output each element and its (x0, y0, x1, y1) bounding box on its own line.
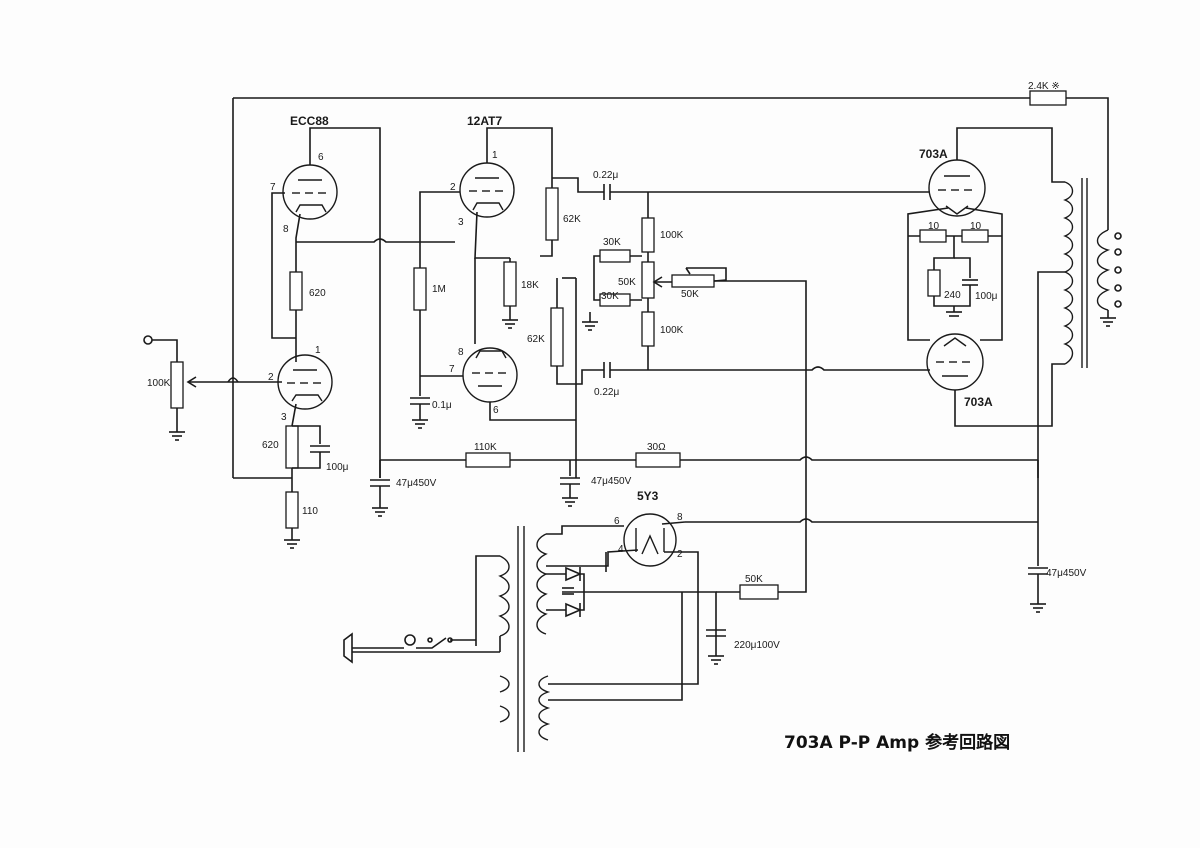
svg-text:4: 4 (618, 544, 624, 555)
diagram-title: 703A P-P Amp 参考回路図 (784, 732, 1010, 753)
resistor-110 (285, 491, 299, 529)
speaker-terminal[interactable] (1114, 266, 1122, 274)
input-section: 100K (143, 335, 282, 441)
svg-text:47μ450V: 47μ450V (396, 478, 437, 489)
speaker-terminal[interactable] (1114, 248, 1122, 256)
plate-loads: 62K 62K (527, 177, 604, 385)
resistor-110k (465, 452, 511, 468)
svg-text:0.22μ: 0.22μ (594, 387, 619, 398)
svg-text:50K: 50K (618, 277, 636, 288)
diode-icon (565, 566, 583, 582)
svg-text:0.22μ: 0.22μ (593, 170, 618, 181)
feedback-line: 2.4K ※ (232, 81, 1109, 478)
resistor-30k-bottom (599, 293, 631, 307)
svg-text:1: 1 (315, 345, 321, 356)
svg-text:30K: 30K (603, 237, 621, 248)
resistor-feedback (1029, 90, 1067, 106)
speaker-terminal[interactable] (1114, 300, 1122, 308)
svg-text:7: 7 (270, 182, 276, 193)
resistor-620-top (289, 271, 303, 311)
svg-text:100K: 100K (660, 230, 684, 241)
svg-text:6: 6 (614, 516, 620, 527)
svg-text:0.1μ: 0.1μ (432, 400, 452, 411)
svg-text:8: 8 (283, 224, 289, 235)
speaker-terminal[interactable] (1114, 232, 1122, 240)
resistor-62k-top (545, 187, 559, 241)
svg-text:7: 7 (449, 364, 455, 375)
svg-text:3: 3 (281, 412, 287, 423)
pot-50k-bias[interactable] (671, 274, 715, 288)
svg-text:240: 240 (944, 290, 961, 301)
b-plus-rail: 110K 30Ω 47μ450V 47μ450V 47μ450V (370, 442, 1087, 613)
ac-plug-icon[interactable] (343, 632, 353, 664)
svg-text:2: 2 (677, 549, 683, 560)
input-jack-icon[interactable] (143, 335, 153, 345)
svg-text:50K: 50K (745, 574, 763, 585)
pot-50k-balance[interactable] (641, 261, 655, 299)
volume-pot[interactable] (170, 361, 184, 409)
output-stage: 703A 703A 10 10 240 100μ (907, 127, 1065, 427)
resistor-100k-bottom (641, 311, 655, 347)
svg-text:100K: 100K (660, 325, 684, 336)
12at7-upper-triode: 12AT7 1 2 3 1M 0.1μ 18K (410, 114, 553, 429)
feedback-resistor-label: 2.4K ※ (1028, 81, 1060, 92)
svg-text:50K: 50K (681, 289, 699, 300)
power-transformer[interactable] (343, 526, 683, 752)
power-switch[interactable] (427, 637, 433, 643)
svg-text:47μ450V: 47μ450V (591, 476, 632, 487)
svg-text:18K: 18K (521, 280, 539, 291)
svg-text:100K: 100K (147, 378, 171, 389)
svg-text:6: 6 (493, 405, 499, 416)
svg-text:3: 3 (458, 217, 464, 228)
svg-text:110: 110 (302, 506, 318, 517)
svg-text:1: 1 (492, 150, 498, 161)
svg-text:2: 2 (268, 372, 274, 383)
svg-text:47μ450V: 47μ450V (1046, 568, 1087, 579)
resistor-10-left (919, 229, 947, 243)
ecc88-label: ECC88 (290, 114, 329, 128)
12at7-lower-triode: 8 7 6 (420, 278, 577, 478)
rectifier-5y3: 5Y3 6 8 4 2 50K 220μ100V (546, 478, 807, 685)
svg-text:62K: 62K (563, 214, 581, 225)
resistor-18k (503, 261, 517, 307)
svg-text:8: 8 (458, 347, 464, 358)
coupling-network: 0.22μ 0.22μ 100K 50K 100K 30K 30K 50K (582, 170, 930, 478)
svg-text:220μ100V: 220μ100V (734, 640, 780, 651)
svg-text:8: 8 (677, 512, 683, 523)
resistor-10-right (961, 229, 989, 243)
svg-text:1M: 1M (432, 284, 446, 295)
resistor-100k-top (641, 217, 655, 253)
resistor-30ohm (635, 452, 681, 468)
resistor-62k-bottom (550, 307, 564, 367)
svg-text:62K: 62K (527, 334, 545, 345)
speaker-terminal[interactable] (1114, 284, 1122, 292)
diode-icon (565, 602, 583, 618)
svg-text:10: 10 (928, 221, 940, 232)
output-transformer[interactable] (1037, 178, 1122, 478)
resistor-240 (927, 269, 941, 297)
ecc88-upper-triode: ECC88 6 7 8 620 (270, 114, 455, 478)
svg-text:10: 10 (970, 221, 982, 232)
svg-text:620: 620 (309, 288, 326, 299)
svg-text:30K: 30K (601, 291, 619, 302)
svg-text:100μ: 100μ (975, 291, 998, 302)
12at7-label: 12AT7 (467, 114, 502, 128)
svg-text:6: 6 (318, 152, 324, 163)
pilot-lamp-icon (404, 634, 416, 646)
5y3-label: 5Y3 (637, 489, 659, 503)
ecc88-lower-triode: 1 2 3 620 100μ 110 (233, 345, 349, 549)
svg-text:100μ: 100μ (326, 462, 349, 473)
svg-text:620: 620 (262, 440, 279, 451)
resistor-620-cathode (285, 425, 299, 469)
svg-text:30Ω: 30Ω (647, 442, 666, 453)
resistor-1m (413, 267, 427, 311)
svg-text:110K: 110K (474, 442, 497, 453)
resistor-30k-top (599, 249, 631, 263)
703a-top-label: 703A (919, 147, 948, 161)
svg-text:2: 2 (450, 182, 456, 193)
703a-bottom-label: 703A (964, 395, 993, 409)
resistor-50k-ps (739, 584, 779, 600)
